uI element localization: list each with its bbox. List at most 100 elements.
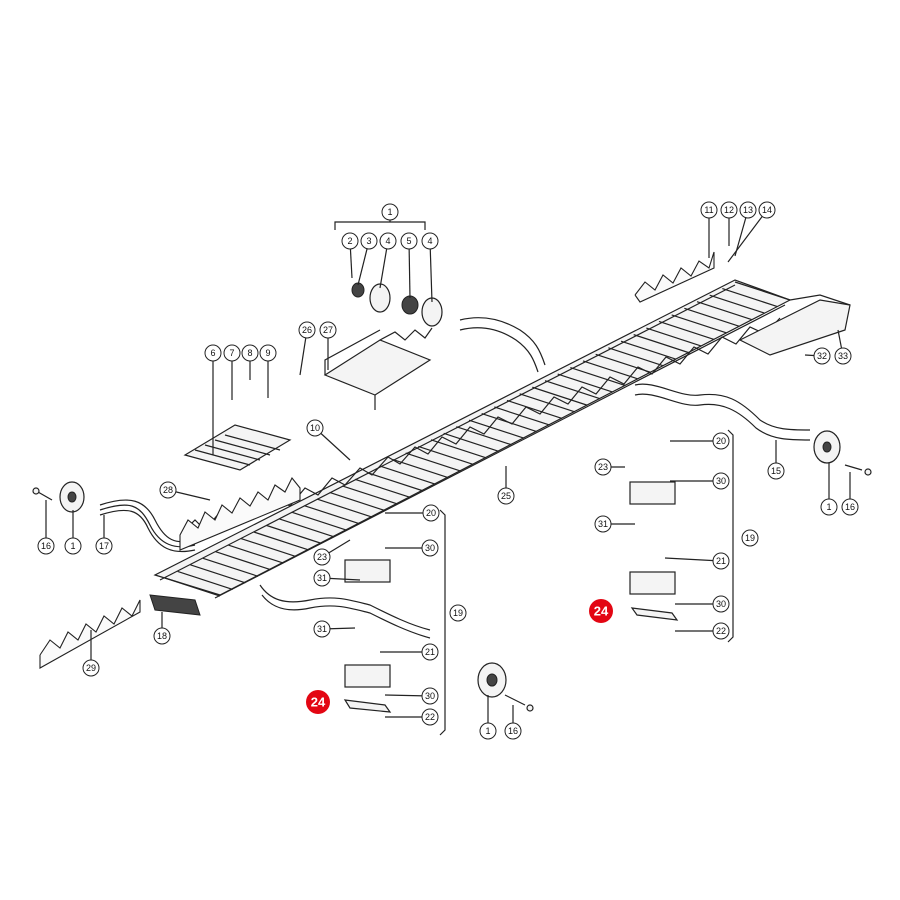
- callout-label: 3: [366, 236, 371, 246]
- callout-label: 33: [838, 351, 848, 361]
- bearing-flange-right: [813, 430, 841, 464]
- callout-c10: 10: [306, 419, 324, 437]
- group-brackets: [334, 216, 734, 736]
- highlight-label: 24: [311, 695, 326, 710]
- channel-bracket-27: [323, 327, 433, 410]
- callout-label: 30: [425, 691, 435, 701]
- callout-label: 20: [716, 436, 726, 446]
- callout-c25: 25: [497, 487, 515, 505]
- callout-label: 30: [716, 599, 726, 609]
- callout-label: 1: [826, 502, 831, 512]
- callout-label: 30: [425, 543, 435, 553]
- callout-c20b: 20: [712, 432, 730, 450]
- callout-label: 19: [453, 608, 463, 618]
- callout-label: 9: [265, 348, 270, 358]
- callout-c30b: 30: [421, 687, 439, 705]
- callout-label: 28: [163, 485, 173, 495]
- callout-label: 21: [425, 647, 435, 657]
- callout-label: 18: [157, 631, 167, 641]
- callout-c17: 17: [95, 537, 113, 555]
- grate-plate-18: [149, 594, 201, 616]
- bearing-housing-mid: [343, 559, 392, 713]
- callout-label: 6: [210, 348, 215, 358]
- callout-label: 11: [704, 205, 713, 215]
- callout-label: 14: [762, 205, 772, 215]
- callout-label: 7: [229, 348, 234, 358]
- callout-label: 13: [743, 205, 753, 215]
- callout-label: 31: [317, 573, 327, 583]
- callout-c23b: 23: [594, 458, 612, 476]
- bearing-flange-left: [59, 481, 85, 513]
- callout-label: 22: [425, 712, 435, 722]
- callout-c33: 33: [834, 347, 852, 365]
- callout-label: 16: [41, 541, 51, 551]
- callout-label: 25: [501, 491, 511, 501]
- callout-label: 20: [426, 508, 436, 518]
- callout-c1b: 1: [479, 722, 497, 740]
- callout-c16b: 16: [504, 722, 522, 740]
- callout-label: 8: [247, 348, 252, 358]
- callout-label: 17: [99, 541, 109, 551]
- callout-label: 23: [598, 462, 608, 472]
- callout-c15: 15: [767, 462, 785, 480]
- callout-c28: 28: [159, 481, 177, 499]
- callout-c30a: 30: [421, 539, 439, 557]
- callout-c1c: 1: [820, 498, 838, 516]
- callout-c32: 32: [813, 347, 831, 365]
- bearing-flange-mid: [477, 662, 507, 698]
- callout-label: 26: [302, 325, 312, 335]
- serrated-strip-28: [179, 476, 301, 551]
- callout-label: 1: [70, 541, 75, 551]
- callout-c19a: 19: [449, 604, 467, 622]
- chute-33: [738, 294, 851, 356]
- cross-shaft-upper: [459, 317, 546, 373]
- callout-c19b: 19: [741, 529, 759, 547]
- callout-c22a: 22: [421, 708, 439, 726]
- callout-c26: 26: [298, 321, 316, 339]
- callout-c31b: 31: [313, 620, 331, 638]
- callout-label: 1: [387, 207, 392, 217]
- callout-c18: 18: [153, 627, 171, 645]
- callout-label: 23: [317, 552, 327, 562]
- bolt-16-left: [32, 487, 53, 501]
- callout-c27: 27: [319, 321, 337, 339]
- callout-c3: 3: [360, 232, 378, 250]
- bolt-16-mid: [504, 694, 534, 712]
- cross-shaft-mid: [259, 584, 431, 639]
- bolt-16-right: [844, 464, 872, 476]
- callout-c8: 8: [241, 344, 259, 362]
- callout-c6: 6: [204, 344, 222, 362]
- callout-c14: 14: [758, 201, 776, 219]
- callout-c2: 2: [341, 232, 359, 250]
- callout-c30d: 30: [712, 595, 730, 613]
- callout-c4a: 4: [379, 232, 397, 250]
- callout-label: 2: [347, 236, 352, 246]
- callout-c1a: 1: [64, 537, 82, 555]
- callout-c29: 29: [82, 659, 100, 677]
- callout-c20a: 20: [422, 504, 440, 522]
- callout-label: 1: [485, 726, 490, 736]
- callout-c30c: 30: [712, 472, 730, 490]
- callout-c16c: 16: [841, 498, 859, 516]
- callout-label: 5: [406, 236, 411, 246]
- callout-c22b: 22: [712, 622, 730, 640]
- callout-label: 4: [427, 236, 432, 246]
- callout-c21a: 21: [421, 643, 439, 661]
- callout-label: 4: [385, 236, 390, 246]
- callout-label: 27: [323, 325, 333, 335]
- callout-label: 19: [745, 533, 755, 543]
- main-grate-assembly: [153, 279, 792, 599]
- callout-label: 32: [817, 351, 827, 361]
- callout-c4b: 4: [421, 232, 439, 250]
- grate-bars-6: [183, 424, 292, 471]
- highlight-callout-h24a: 24: [306, 690, 330, 714]
- serrated-strip-11: [634, 251, 715, 303]
- callout-c31a: 31: [313, 569, 331, 587]
- callout-label: 16: [508, 726, 518, 736]
- serrated-strip-29: [39, 599, 141, 669]
- callout-c1-top: 1: [381, 203, 399, 221]
- callout-c11: 11: [700, 201, 718, 219]
- callout-label: 12: [724, 205, 734, 215]
- callout-c7: 7: [223, 344, 241, 362]
